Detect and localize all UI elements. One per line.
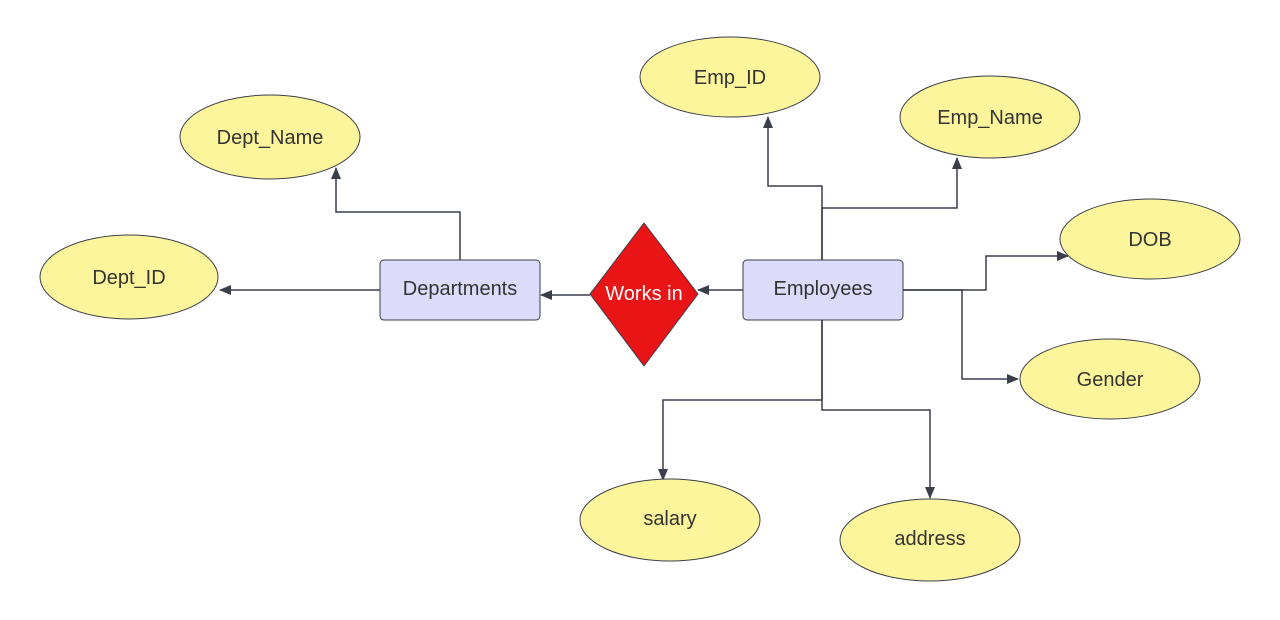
attribute-label: Dept_ID	[92, 267, 165, 289]
attribute-label: Dept_Name	[217, 127, 324, 149]
attribute-dept-name[interactable]: Dept_Name	[179, 94, 361, 180]
connector-employees-emp-name	[821, 157, 962, 260]
entity-departments[interactable]: Departments	[379, 259, 541, 321]
connector-employees-salary	[658, 320, 823, 481]
entity-label: Employees	[774, 278, 873, 300]
entity-employees[interactable]: Employees	[742, 259, 904, 321]
attribute-label: DOB	[1128, 229, 1171, 251]
attribute-dob[interactable]: DOB	[1059, 198, 1241, 280]
connector-departments-dept-name	[331, 167, 461, 260]
attribute-address[interactable]: address	[839, 498, 1021, 582]
relationship-works-in[interactable]: Works in	[589, 222, 699, 367]
connector-employees-dob	[903, 251, 1069, 291]
connector-employees-emp-id	[763, 116, 823, 260]
entity-label: Departments	[403, 278, 518, 300]
attribute-emp-name[interactable]: Emp_Name	[899, 75, 1081, 159]
connector-employees-gender	[903, 289, 1019, 384]
connector-employees-address	[821, 320, 935, 499]
attribute-label: salary	[643, 508, 696, 530]
attribute-salary[interactable]: salary	[579, 478, 761, 562]
attribute-dept-id[interactable]: Dept_ID	[39, 234, 219, 320]
attribute-label: address	[894, 528, 965, 550]
attribute-label: Gender	[1077, 369, 1144, 391]
relationship-label: Works in	[605, 283, 682, 305]
attribute-emp-id[interactable]: Emp_ID	[639, 36, 821, 118]
attribute-label: Emp_Name	[937, 107, 1043, 129]
attribute-gender[interactable]: Gender	[1019, 338, 1201, 420]
attribute-label: Emp_ID	[694, 67, 766, 89]
